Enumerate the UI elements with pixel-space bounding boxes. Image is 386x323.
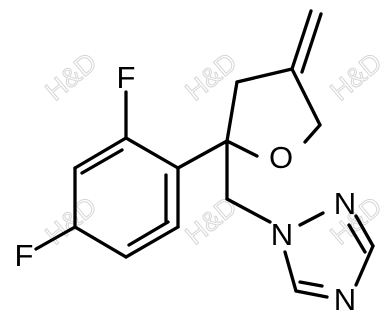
triazole-ring: N N N [271, 186, 375, 317]
atom-f-top: F [117, 60, 136, 95]
bond-c5-o [303, 123, 322, 144]
atom-o-ring: O [269, 140, 293, 175]
bond-o-c2 [225, 139, 259, 158]
bond-n4-c5 [294, 289, 329, 299]
bond-c4-c5-ring [290, 67, 322, 127]
bond-ch2-n1 [225, 197, 272, 224]
watermark-1: H&D [40, 47, 103, 107]
bond-n2-c3 [354, 214, 375, 248]
bond-c5-c6 [124, 225, 180, 259]
bond-n4-c5-inner [298, 280, 324, 288]
bond-phenyl-quaternary-c [176, 139, 229, 170]
atom-n4-triazole: N [334, 282, 356, 317]
bond-c2-c3 [73, 136, 128, 170]
bond-c3-c4-ring [235, 67, 294, 84]
bond-c2-c3-ring [225, 80, 239, 143]
bond-c4-c5 [73, 225, 128, 259]
bond-methylene-1 [290, 9, 313, 71]
fluorine-substituents: F F [15, 60, 136, 273]
bond-c5-c6-inner [127, 220, 170, 247]
tetrahydrofuran-ring: O [176, 9, 323, 175]
bond-c4-f [34, 225, 77, 251]
bond-methylene-2 [300, 12, 323, 74]
bond-c5-n1 [283, 250, 298, 293]
bond-n1-n2 [298, 211, 325, 227]
bond-c3-n4 [354, 244, 375, 287]
bond-c2-c3-inner [80, 148, 124, 175]
benzene-ring [73, 136, 180, 259]
atom-n1-triazole: N [271, 217, 293, 252]
bond-n2-c3-inner [347, 223, 367, 254]
watermark-5: H&D [180, 191, 243, 251]
atom-n2-triazole: N [334, 186, 356, 221]
bond-c1-c2 [124, 136, 180, 170]
atom-f-left: F [15, 238, 34, 273]
watermark-3: H&D [325, 47, 386, 107]
